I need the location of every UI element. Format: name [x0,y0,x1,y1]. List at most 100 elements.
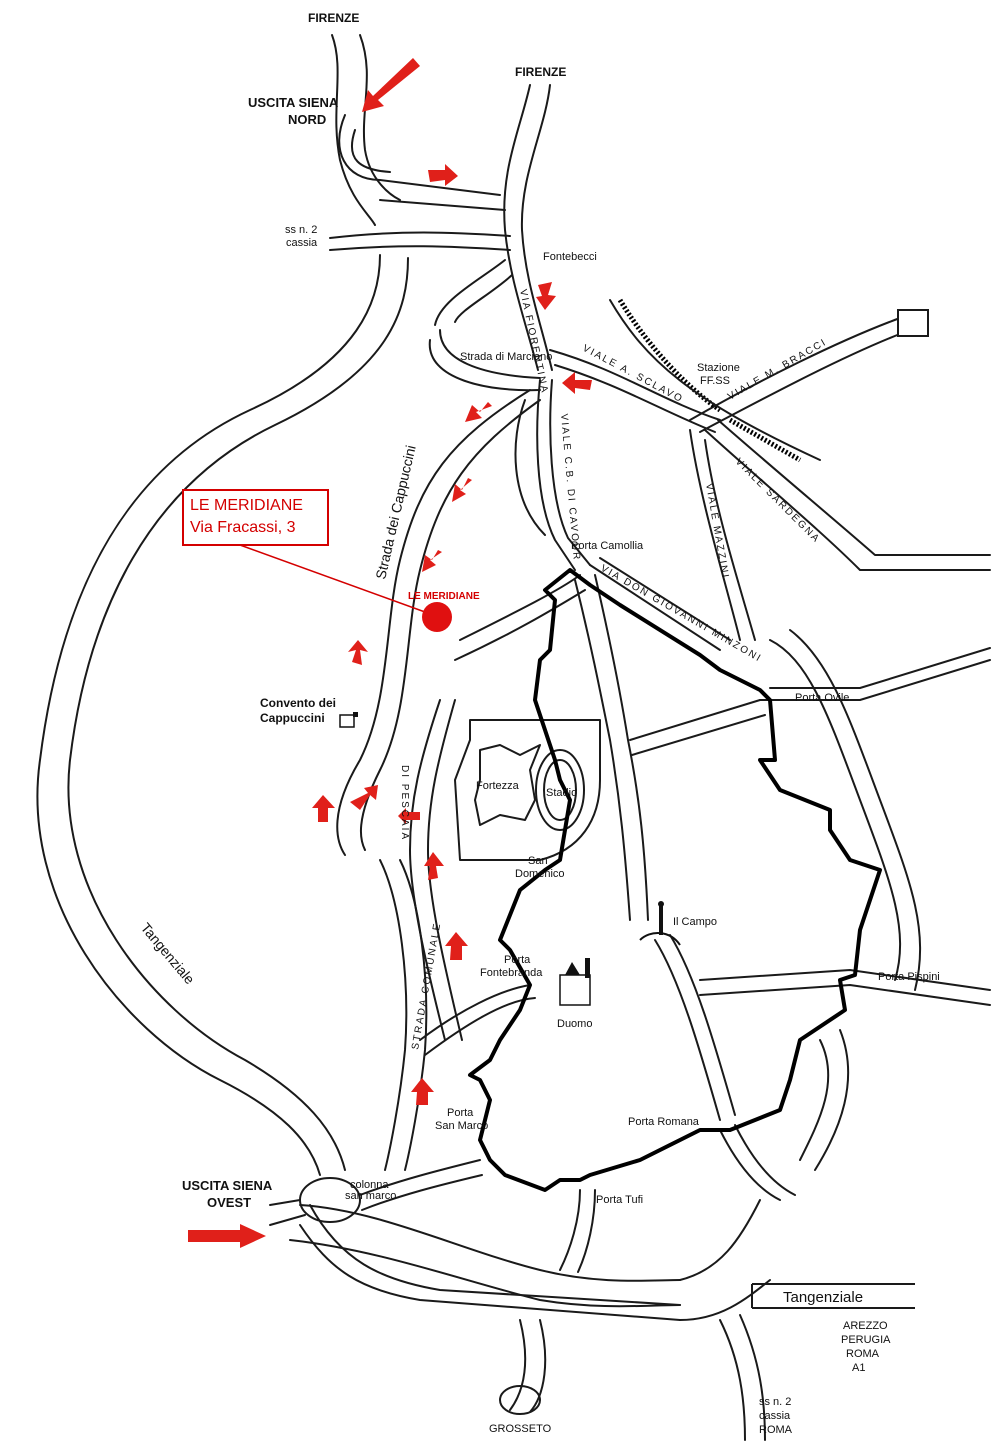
label-duomo: Duomo [557,1018,592,1030]
arrow-uscita-nord [362,58,420,112]
campo-tower-icon [639,901,681,946]
label-porta-pispini: Porta Pispini [878,971,940,983]
callout-address: Via Fracassi, 3 [190,519,296,536]
via-fiorentina-b [520,84,553,371]
label-porta-san-marco-2: San Marco [435,1120,488,1132]
label-le-meridiane-small: LE MERIDIANE [408,591,480,602]
fortezza-inner [474,744,541,826]
strada-cappuccini-b [359,399,541,851]
arrow-cap-6 [350,785,378,810]
label-stadio: Stadio [546,787,577,799]
east-south-b [814,1029,850,1171]
duomo-icon [559,958,591,1006]
stadio-oval [535,749,585,831]
via-pescaia-a [379,859,408,1171]
label-ss2-bottom-3: ROMA [759,1424,793,1436]
south-ring-a [299,1204,681,1282]
stadio-oval-inner [543,759,577,821]
label-porta-tufi: Porta Tufi [596,1194,643,1206]
fontebranda-road [419,984,531,1041]
viale-bracci-b [699,331,906,433]
inner-4 [654,939,721,1121]
label-perugia: PERUGIA [841,1334,891,1346]
label-san-domenico-1: San [528,855,548,867]
label-stazione-2: FF.SS [700,375,730,387]
roma-road-b [739,1314,766,1441]
arrow-pescaia-4 [411,1078,434,1105]
inner-4b [669,934,736,1116]
label-porta-san-marco-1: Porta [447,1107,474,1119]
railway-line [609,299,821,461]
viale-sardegna-a [704,429,991,571]
south-ring-b [289,1239,681,1308]
porta-ovile-road [759,659,991,701]
label-uscita-ovest-1: USCITA SIENA [182,1178,273,1193]
label-ss2-bottom-2: cassia [759,1410,791,1422]
label-arezzo: AREZZO [843,1320,888,1332]
ss2-cassia-top-b [329,245,511,251]
grosseto-roundabout [499,1385,541,1415]
strada-comunale-a [409,699,446,1041]
label-ss2-bottom-1: ss n. 2 [759,1396,791,1408]
inner-3b [631,714,766,756]
label-colonna-2: san marco [345,1190,396,1202]
label-uscita-nord-1: USCITA SIENA [248,95,339,110]
le-meridiane-marker[interactable] [422,602,452,632]
arrow-pescaia-3 [445,932,468,960]
arrow-cap-2 [452,478,472,502]
label-fontebecci: Fontebecci [543,251,597,263]
viale-sclavo-a [549,349,721,421]
colonna-road-b [361,1174,483,1211]
label-firenze-top: FIRENZE [308,11,359,25]
roma-road-a [719,1319,746,1441]
fontebecci-branch-b [454,274,513,323]
grosseto-a [509,1319,527,1411]
label-tangenziale-curve: Tangenziale [138,920,198,988]
ovest-exit-b [269,1214,306,1226]
convento-icon [339,712,358,728]
arrow-down-1 [536,282,556,310]
label-firenze-right: FIRENZE [515,65,566,79]
label-roma: ROMA [846,1348,880,1360]
porta-tufi-road [559,1189,581,1271]
fontebecci-branch [434,259,506,326]
label-via-pescaia: DI PESCAIA [399,765,410,841]
arrow-east-1 [428,164,458,186]
viale-mazzini-b [704,439,756,641]
label-san-domenico-2: Domenico [515,868,565,880]
connector-to-cassia [379,199,506,211]
label-viale-bracci: VIALE M. BRACCI [726,337,829,403]
label-porta-camollia: Porta Camollia [571,540,644,552]
south-ring-d [309,1204,681,1306]
inner-3 [629,699,761,741]
inner-1 [574,579,631,921]
viale-sclavo-b [554,364,716,433]
colonna-road [359,1159,481,1196]
uscita-nord-loop [338,114,501,196]
east-ring-a [769,639,902,981]
viale-cavour-a [536,379,576,571]
callout-name: LE MERIDIANE [190,497,303,514]
ss2-cassia-top-a [329,231,511,239]
viale-cavour-b [549,379,591,566]
raccordo-firenze-1 [331,34,376,226]
label-grosseto: GROSSETO [489,1423,552,1435]
label-porta-fontebranda-1: Porta [504,954,531,966]
label-ss2-top-1: ss n. 2 [285,224,317,236]
label-convento-2: Cappuccini [260,711,325,725]
city-walls [468,568,882,1192]
inner-5 [459,574,581,641]
via-fiorentina-a [503,84,539,371]
porta-romana-road [719,1129,781,1201]
uscita-nord-loop-b [350,129,391,173]
label-viale-sardegna: VIALE SARDEGNA [733,456,822,545]
bracci-end-block [897,309,929,337]
label-ss2-top-2: cassia [286,237,318,249]
label-porta-romana: Porta Romana [628,1116,700,1128]
le-meridiane-callout[interactable]: LE MERIDIANE Via Fracassi, 3 [182,489,329,546]
viale-cavour-c [514,399,546,536]
label-stazione-1: Stazione [697,362,740,374]
porta-pispini-road [699,969,991,991]
